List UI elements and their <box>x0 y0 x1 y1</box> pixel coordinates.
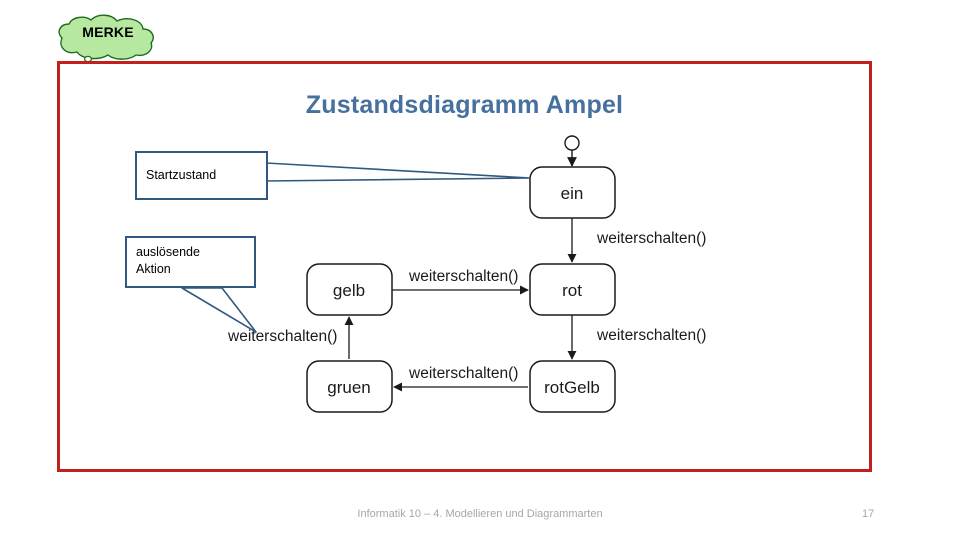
page-title: Zustandsdiagramm Ampel <box>305 91 624 119</box>
callout-startzustand: Startzustand <box>135 151 268 200</box>
callout-action-line2: Aktion <box>136 262 171 276</box>
merke-label: MERKE <box>82 24 134 40</box>
thought-bubble-icon <box>58 14 154 68</box>
merke-badge: MERKE <box>48 12 168 70</box>
callout-startzustand-label: Startzustand <box>146 168 217 182</box>
callout-ausloesende-aktion: auslösende Aktion <box>125 236 256 288</box>
page-number: 17 <box>862 508 875 520</box>
footer-caption: Informatik 10 – 4. Modellieren und Diagr… <box>357 508 603 520</box>
callout-action-line1: auslösende <box>136 245 200 259</box>
slide-content-frame: Zustandsdiagramm Ampel <box>57 61 872 472</box>
